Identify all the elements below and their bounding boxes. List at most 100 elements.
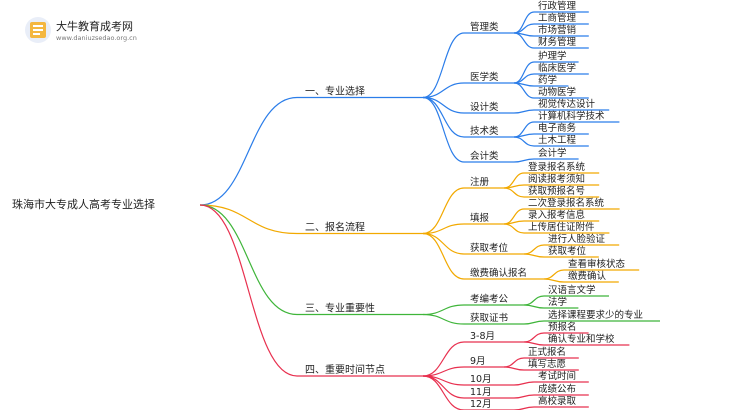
category-connector <box>422 341 465 377</box>
leaf-connector <box>503 357 525 368</box>
leaf-label: 高校录取 <box>538 395 577 407</box>
leaf-label: 土木工程 <box>538 134 577 146</box>
leaf-label: 二次登录报名系统 <box>528 197 605 209</box>
leaf-connector <box>503 208 525 225</box>
leaf-connector <box>513 381 535 386</box>
branch-connector <box>199 204 298 235</box>
leaf-connector <box>503 172 525 189</box>
leaf-connector <box>523 332 545 343</box>
category-connector <box>422 313 465 325</box>
leaf-connector <box>513 133 535 138</box>
leaf-connector <box>503 220 525 225</box>
leaf-label: 护理学 <box>538 50 567 62</box>
leaf-label: 进行人脸验证 <box>548 233 606 245</box>
logo-url: www.daniuzsedao.org.cn <box>56 34 137 42</box>
leaf-label: 选择课程要求少的专业 <box>548 309 643 321</box>
leaf-connector <box>543 269 565 280</box>
leaf-connector <box>523 244 545 255</box>
category-label: 11月 <box>470 387 492 398</box>
leaf-label: 行政管理 <box>538 0 577 12</box>
leaf-connector <box>513 109 535 114</box>
leaf-connector <box>503 223 525 234</box>
category-connector <box>422 375 465 399</box>
leaf-connector <box>523 304 545 309</box>
branch-connector <box>199 204 298 377</box>
leaf-label: 视觉传达设计 <box>538 98 596 110</box>
leaf-connector <box>523 253 545 258</box>
category-label: 3-8月 <box>470 331 495 342</box>
leaf-label: 成绩公布 <box>538 383 576 395</box>
leaf-label: 市场营销 <box>538 24 577 36</box>
logo-title: 大牛教育成考网 <box>56 20 133 33</box>
leaf-label: 阅读报考须知 <box>528 173 585 185</box>
leaf-label: 预报名 <box>548 321 577 333</box>
category-label: 填报 <box>470 212 490 224</box>
branch-label: 四、重要时间节点 <box>305 363 385 376</box>
category-connector <box>422 232 465 255</box>
leaf-label: 动物医学 <box>538 86 576 98</box>
category-connector <box>422 232 465 280</box>
leaf-label: 药学 <box>538 74 557 86</box>
leaf-label: 正式报名 <box>528 346 566 358</box>
leaf-label: 会计学 <box>538 147 567 159</box>
category-label: 管理类 <box>470 21 499 33</box>
root-topic: 珠海市大专成人高考专业选择 <box>12 197 155 211</box>
leaf-label: 缴费确认 <box>568 270 607 282</box>
leaf-label: 录入报考信息 <box>528 209 585 221</box>
leaf-label: 财务管理 <box>538 36 577 48</box>
category-label: 缴费确认报名 <box>470 267 527 279</box>
leaf-label: 临床医学 <box>538 62 576 74</box>
leaf-label: 法学 <box>548 296 567 308</box>
category-label: 会计类 <box>470 150 499 162</box>
branch-connector <box>199 204 298 316</box>
leaf-connector <box>513 121 535 138</box>
category-label: 获取考位 <box>470 242 509 254</box>
watermark-logo: 大牛教育成考网 www.daniuzsedao.org.cn <box>6 4 146 48</box>
leaf-label: 考试时间 <box>538 370 576 382</box>
branch-connector <box>199 96 298 206</box>
logo-icon <box>25 17 51 43</box>
category-connector <box>422 187 465 235</box>
branch-label: 三、专业重要性 <box>305 302 375 315</box>
leaf-connector <box>513 61 535 84</box>
category-connector <box>422 82 465 99</box>
leaf-connector <box>503 184 525 189</box>
leaf-connector <box>503 187 525 198</box>
category-connector <box>422 223 465 235</box>
leaf-label: 工商管理 <box>538 12 577 24</box>
category-label: 技术类 <box>470 125 499 137</box>
leaf-connector <box>513 11 535 34</box>
category-label: 设计类 <box>470 101 499 113</box>
category-label: 9月 <box>470 356 486 367</box>
leaf-connector <box>523 320 545 325</box>
leaf-label: 登录报名系统 <box>528 161 586 173</box>
leaf-connector <box>513 82 535 99</box>
leaf-connector <box>513 136 535 147</box>
leaf-connector <box>543 278 565 283</box>
leaf-label: 查看审核状态 <box>568 258 626 270</box>
branch-label: 二、报名流程 <box>305 221 365 234</box>
category-label: 获取证书 <box>470 313 509 324</box>
category-label: 考编考公 <box>470 293 509 305</box>
leaf-connector <box>523 295 545 306</box>
leaf-label: 确认专业和学校 <box>548 333 615 345</box>
category-connector <box>422 96 465 163</box>
leaf-label: 上传居住证附件 <box>528 221 595 233</box>
category-connector <box>422 32 465 99</box>
leaf-label: 汉语言文学 <box>548 284 596 296</box>
category-connector <box>422 375 465 410</box>
leaf-connector <box>503 366 525 371</box>
category-label: 10月 <box>470 374 492 385</box>
category-label: 12月 <box>470 399 492 410</box>
leaf-label: 电子商务 <box>538 122 577 134</box>
leaf-label: 获取预报名号 <box>528 185 585 197</box>
leaf-label: 计算机科学技术 <box>538 110 605 122</box>
leaf-label: 填写志愿 <box>528 358 566 370</box>
leaf-label: 获取考位 <box>548 245 587 257</box>
category-label: 注册 <box>470 176 490 188</box>
leaf-connector <box>523 341 545 346</box>
category-connector <box>422 304 465 316</box>
leaf-connector <box>513 32 535 49</box>
branch-label: 一、专业选择 <box>305 85 365 98</box>
